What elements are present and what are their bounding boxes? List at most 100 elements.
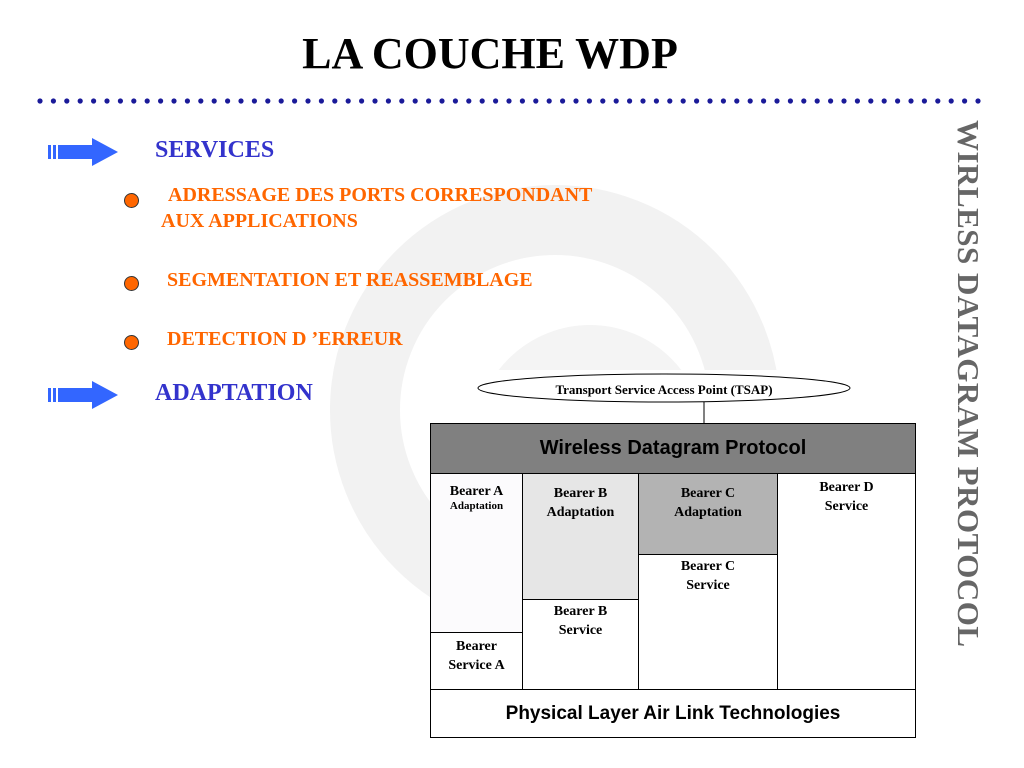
bearer-c-label: Bearer C xyxy=(680,559,736,574)
bullet-dot xyxy=(124,335,139,350)
bearer-a-label: Bearer A xyxy=(449,484,504,499)
divider-dot xyxy=(908,98,914,104)
divider-dot xyxy=(318,98,324,104)
divider-dot xyxy=(680,98,686,104)
divider-dot xyxy=(37,98,43,104)
divider-dot xyxy=(412,98,418,104)
divider-dot xyxy=(774,98,780,104)
divider-dot xyxy=(131,98,137,104)
arrow-right-icon xyxy=(48,381,118,409)
divider-dot xyxy=(841,98,847,104)
divider-dot xyxy=(251,98,257,104)
bearer-c-label: Bearer C xyxy=(680,486,736,501)
divider-dot xyxy=(466,98,472,104)
side-title: WIRLESS DATAGRAM PROTOCOL xyxy=(951,120,986,648)
service-label: Service xyxy=(824,499,869,514)
dotted-divider xyxy=(37,98,981,104)
divider-dot xyxy=(359,98,365,104)
physical-layer: Physical Layer Air Link Technologies xyxy=(430,689,916,738)
bearer-c-adaptation: Bearer C Adaptation xyxy=(638,473,778,555)
divider-dot xyxy=(104,98,110,104)
bullet-text-ports: ADRESSAGE DES PORTS CORRESPONDANT AUX AP… xyxy=(161,184,593,232)
divider-dot xyxy=(881,98,887,104)
divider-dot xyxy=(452,98,458,104)
divider-dot xyxy=(801,98,807,104)
divider-dot xyxy=(627,98,633,104)
bullet-text-segmentation: SEGMENTATION ET REASSEMBLAGE xyxy=(167,269,533,291)
divider-dot xyxy=(640,98,646,104)
adaptation-label: Adaptation xyxy=(674,505,742,520)
divider-dot xyxy=(720,98,727,104)
divider-dot xyxy=(573,98,579,104)
wdp-layer: Wireless Datagram Protocol xyxy=(430,423,916,474)
divider-dot xyxy=(747,98,753,104)
divider-dot xyxy=(734,98,740,104)
tsap-label: Transport Service Access Point (TSAP) xyxy=(555,382,773,397)
physical-layer-label: Physical Layer Air Link Technologies xyxy=(505,703,841,724)
divider-dot xyxy=(493,98,499,104)
divider-dot xyxy=(586,98,593,104)
divider-dot xyxy=(332,98,338,104)
slide-title: LA COUCHE WDP xyxy=(302,29,678,78)
service-a-label: Service A xyxy=(448,658,505,673)
divider-dot xyxy=(868,98,874,104)
divider-dot xyxy=(211,98,217,104)
divider-dot xyxy=(667,98,673,104)
bearer-b-label: Bearer B xyxy=(553,486,608,501)
divider-dot xyxy=(372,98,378,104)
divider-dot xyxy=(613,98,619,104)
bearer-b-service: Bearer B Service xyxy=(522,599,639,690)
divider-dot xyxy=(171,98,177,104)
divider-dot xyxy=(184,98,190,104)
divider-dot xyxy=(198,98,204,104)
divider-dot xyxy=(50,98,56,104)
divider-dot xyxy=(278,98,284,104)
divider-dot xyxy=(385,98,391,104)
divider-dot xyxy=(761,98,767,104)
divider-dot xyxy=(787,98,794,104)
divider-dot xyxy=(305,98,311,104)
bearer-c-service: Bearer C Service xyxy=(638,554,778,690)
divider-dot xyxy=(265,98,271,104)
divider-dot xyxy=(225,98,231,104)
adaptation-label: Adaptation xyxy=(449,500,504,512)
bearer-b-label: Bearer B xyxy=(553,604,608,619)
divider-dot xyxy=(117,98,123,104)
bearer-a-adaptation: Bearer A Adaptation xyxy=(430,473,523,633)
divider-dot xyxy=(479,98,485,104)
bearer-a-service: Bearer Service A xyxy=(430,632,523,690)
divider-dot xyxy=(506,98,512,104)
divider-dot xyxy=(600,98,606,104)
bearer-label: Bearer xyxy=(456,639,497,654)
divider-dot xyxy=(935,98,941,104)
divider-dot xyxy=(962,98,968,104)
wdp-architecture-diagram: Transport Service Access Point (TSAP) Wi… xyxy=(430,370,916,738)
divider-dot xyxy=(439,98,445,104)
bearer-b-adaptation: Bearer B Adaptation xyxy=(522,473,639,600)
bullet-dot xyxy=(124,193,139,208)
bullet-dot xyxy=(124,276,139,291)
bearer-d-service: Bearer D Service xyxy=(777,473,916,690)
arrow-right-icon xyxy=(48,138,118,166)
service-label: Service xyxy=(686,578,730,593)
divider-dot xyxy=(519,98,525,104)
service-label: Service xyxy=(558,623,603,638)
divider-dot xyxy=(426,98,432,104)
divider-dot xyxy=(975,98,981,104)
adaptation-label: Adaptation xyxy=(546,505,615,520)
section-services: SERVICES xyxy=(155,137,275,163)
divider-dot xyxy=(948,98,954,104)
divider-dot xyxy=(77,98,83,104)
divider-dot xyxy=(921,98,928,104)
divider-dot xyxy=(560,98,566,104)
divider-dot xyxy=(399,98,405,104)
divider-dot xyxy=(694,98,700,104)
divider-dot xyxy=(895,98,901,104)
bearer-d-label: Bearer D xyxy=(819,480,874,495)
divider-dot xyxy=(64,98,70,104)
divider-dot xyxy=(854,98,861,104)
bullet-text-detection: DETECTION D ’ERREUR xyxy=(167,328,403,350)
divider-dot xyxy=(144,98,150,104)
divider-dot xyxy=(238,98,244,104)
divider-dot xyxy=(91,98,97,104)
